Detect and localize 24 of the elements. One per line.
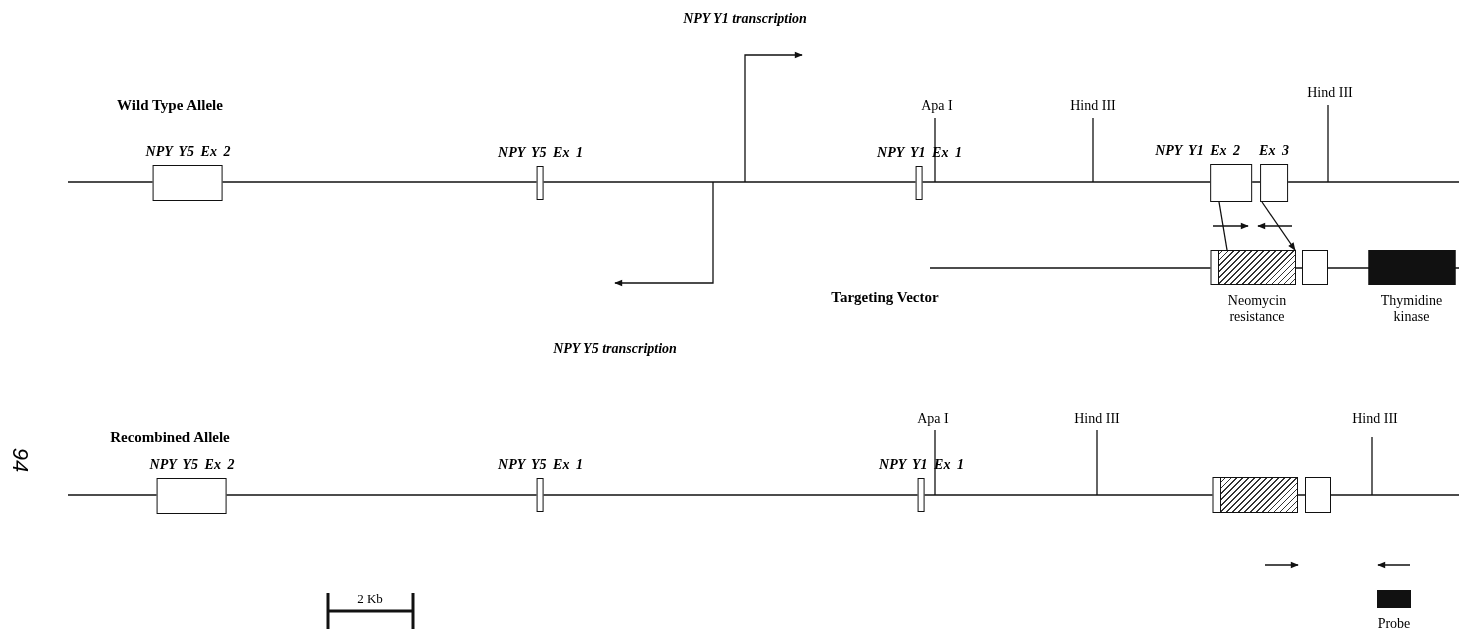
restriction-site-label: Hind III	[1307, 84, 1353, 102]
transcription-label: NPY Y5 transcription	[553, 340, 677, 358]
gene-label: NPY Y5 Ex 1	[498, 144, 583, 162]
gene-label: NPY Y5 Ex 2	[145, 143, 231, 161]
gene-label: NPY Y5 Ex 2	[149, 456, 235, 474]
gene-name-label: Probe	[1377, 616, 1411, 632]
allele-label: Recombined Allele	[110, 428, 230, 446]
restriction-site-label: Apa I	[921, 97, 953, 115]
gene-label: NPY Y5 Ex 1	[498, 456, 583, 474]
gene-name-label: Thymidine kinase	[1379, 293, 1444, 325]
gene-label: Ex 3	[1259, 142, 1289, 160]
crossover-line	[1218, 201, 1228, 251]
gene-name-label: Neomycin resistance	[1226, 293, 1288, 325]
vector-label: Targeting Vector	[831, 288, 939, 306]
restriction-site-label: Hind III	[1070, 97, 1116, 115]
restriction-site-label: Hind III	[1074, 410, 1120, 428]
gene-label: NPY Y1 Ex 2	[1155, 142, 1240, 160]
restriction-site-label: Hind III	[1352, 410, 1398, 428]
scale-label: 2 Kb	[357, 590, 383, 608]
page-number: 94	[11, 447, 29, 473]
transcription-label: NPY Y1 transcription	[683, 10, 807, 28]
allele-label: Wild Type Allele	[117, 96, 223, 114]
restriction-site-label: Apa I	[917, 410, 949, 428]
crossover-line	[1261, 201, 1296, 251]
